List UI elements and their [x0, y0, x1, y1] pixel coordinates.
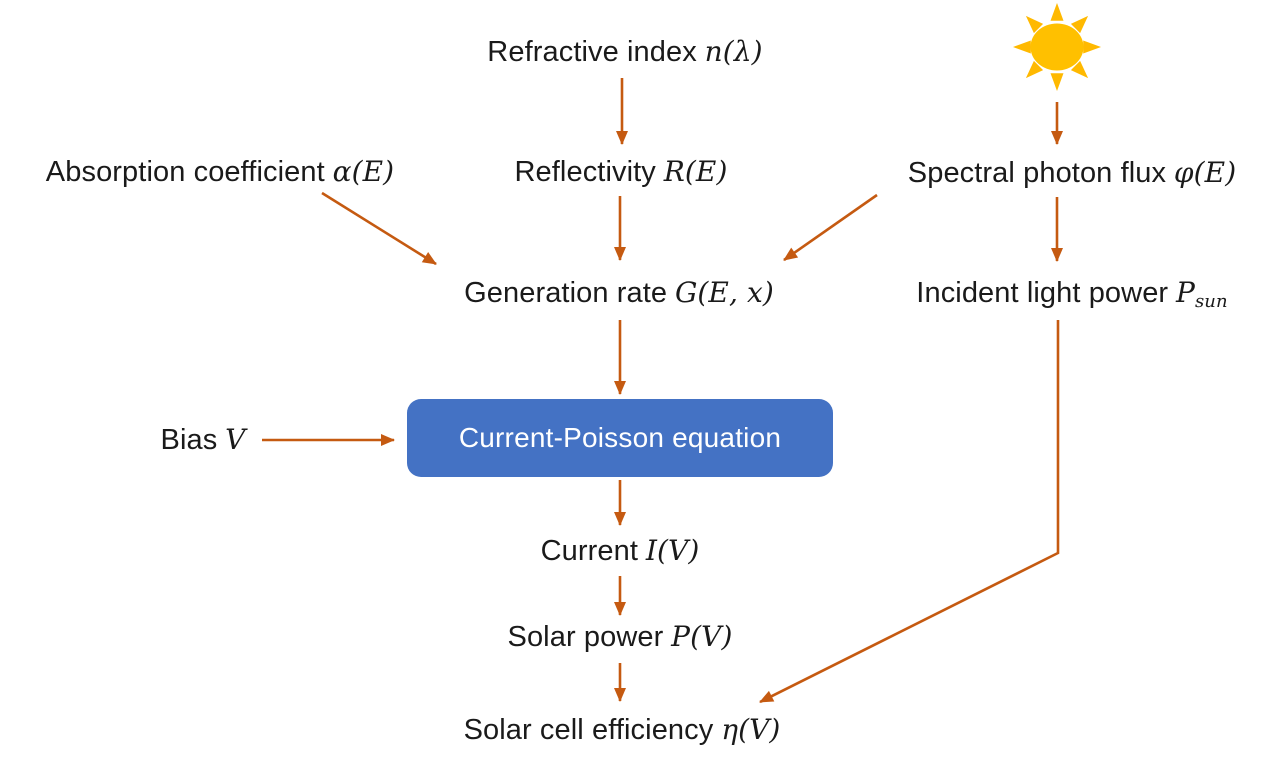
current-poisson-equation-box: Current-Poisson equation	[407, 399, 833, 477]
arrow-spectral-to-generation	[783, 193, 878, 262]
sun-icon	[1007, 0, 1107, 95]
node-math-subscript: sun	[1194, 291, 1228, 312]
node-math-base: P	[1176, 276, 1195, 309]
node-label: Solar power	[507, 621, 664, 653]
node-label: Bias	[160, 424, 218, 456]
arrow-incident-power-to-efficiency	[759, 320, 1060, 704]
node-label: Solar cell efficiency	[463, 714, 714, 746]
node-label: Current	[540, 535, 639, 567]
node-math: P(V)	[671, 620, 733, 653]
node-label: Absorption coefficient	[45, 156, 325, 188]
node-math: R(E)	[663, 155, 728, 188]
node-math: η(V)	[721, 713, 781, 746]
node-label: Spectral photon flux	[907, 157, 1167, 189]
box-label: Current-Poisson equation	[458, 422, 782, 453]
node-math: n(λ)	[704, 35, 763, 68]
node-label: Generation rate	[464, 277, 668, 309]
node-label: Reflectivity	[514, 156, 656, 188]
node-label: Incident light power	[916, 277, 1169, 309]
node-math: V	[225, 423, 246, 456]
node-math: I(V)	[645, 534, 700, 567]
node-math: φ(E)	[1173, 156, 1237, 189]
arrow-absorption-to-generation	[321, 191, 437, 266]
node-math: α(E)	[332, 155, 395, 188]
node-math: G(E, x)	[674, 276, 774, 309]
node-label: Refractive index	[487, 36, 697, 68]
